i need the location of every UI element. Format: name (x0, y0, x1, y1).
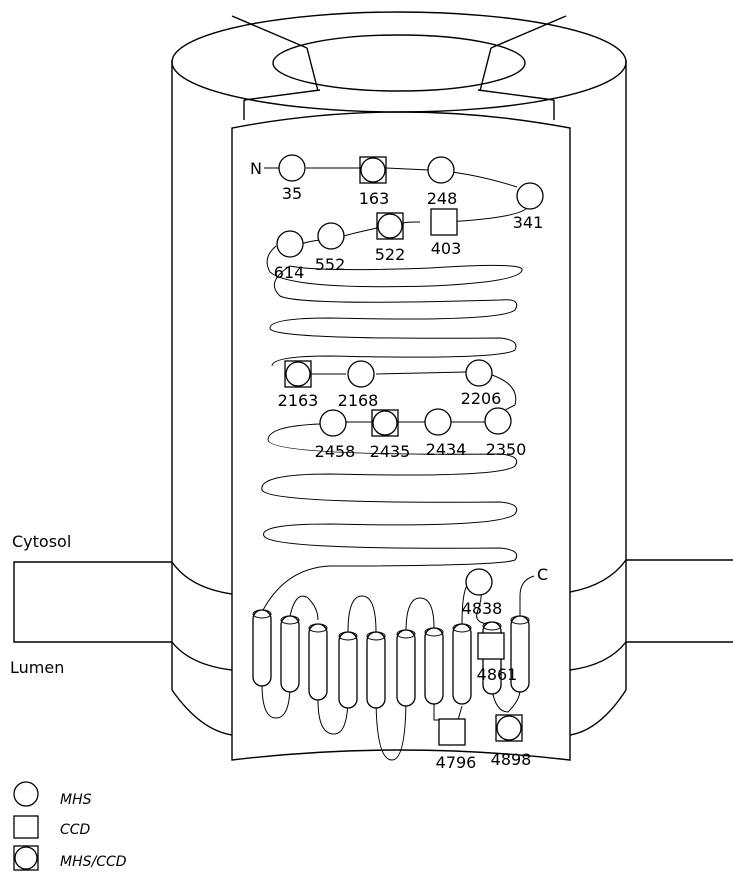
legend-label: CCD (60, 822, 91, 838)
circle-icon (378, 214, 402, 238)
tm-helix (397, 630, 415, 706)
residue-label: 4796 (436, 753, 477, 772)
square-icon (439, 719, 465, 745)
square-icon (431, 209, 457, 235)
residue-label: 4898 (491, 750, 532, 769)
legend-label: MHS/CCD (60, 854, 127, 870)
lumen-label: Lumen (10, 658, 64, 677)
circle-icon (286, 362, 310, 386)
residue-label: 2458 (315, 442, 356, 461)
legend-label: MHS (60, 792, 92, 808)
legend: MHS CCD MHS/CCD (14, 782, 127, 870)
legend-item-ccd: CCD (14, 816, 91, 838)
square-icon (478, 633, 504, 659)
circle-icon (348, 361, 374, 387)
residue-label: 163 (359, 189, 390, 208)
residue-marker: 522 (375, 213, 406, 264)
tm-helix (281, 616, 299, 692)
residue-label: 4838 (462, 599, 503, 618)
square-icon (14, 816, 38, 838)
residue-label: 2435 (370, 442, 411, 461)
legend-item-mhs-ccd: MHS/CCD (14, 846, 127, 870)
n-terminus-label: N (250, 159, 262, 178)
membrane-right (626, 560, 733, 642)
circle-icon (279, 155, 305, 181)
legend-item-mhs: MHS (14, 782, 92, 808)
residue-marker: 4796 (436, 719, 477, 772)
circle-icon (373, 411, 397, 435)
residue-label: 2434 (426, 440, 467, 459)
residue-label: 35 (282, 184, 302, 203)
residue-marker: 248 (427, 157, 458, 208)
residue-label: 2168 (338, 391, 379, 410)
residue-marker: 341 (513, 183, 544, 232)
circle-icon (277, 231, 303, 257)
residue-marker: 2163 (278, 361, 319, 410)
circle-icon (466, 360, 492, 386)
residue-label: 248 (427, 189, 458, 208)
tm-helix (367, 632, 385, 708)
tm-helix (309, 624, 327, 700)
tm-helix (339, 632, 357, 708)
residue-label: 2350 (486, 440, 527, 459)
residue-marker: 2168 (338, 361, 379, 410)
circle-icon (428, 157, 454, 183)
circle-icon (320, 410, 346, 436)
residue-marker: 4898 (491, 715, 532, 769)
circle-icon (318, 223, 344, 249)
c-terminus-label: C (537, 565, 548, 584)
residue-marker: 163 (359, 157, 390, 208)
membrane-left (14, 562, 172, 642)
tm-helix (253, 610, 271, 686)
circle-icon (517, 183, 543, 209)
circle-icon (15, 847, 37, 869)
residue-label: 341 (513, 213, 544, 232)
circle-icon (466, 569, 492, 595)
cytosol-label: Cytosol (12, 532, 71, 551)
residue-marker: 35 (279, 155, 305, 203)
tm-helix (453, 624, 471, 704)
residue-label: 2163 (278, 391, 319, 410)
residue-label: 522 (375, 245, 406, 264)
residue-marker: 614 (274, 231, 305, 282)
residue-label: 403 (431, 239, 462, 258)
residue-marker: 2435 (370, 410, 411, 461)
tm-helix (425, 628, 443, 704)
residue-label: 4861 (477, 665, 518, 684)
circle-icon (14, 782, 38, 806)
residue-marker: 403 (431, 209, 462, 258)
circle-icon (497, 716, 521, 740)
circle-icon (485, 408, 511, 434)
circle-icon (361, 158, 385, 182)
residue-marker: 2434 (425, 409, 466, 459)
residue-label: 2206 (461, 389, 502, 408)
residue-label: 552 (315, 255, 346, 274)
circle-icon (425, 409, 451, 435)
residue-marker: 552 (315, 223, 346, 274)
residue-marker: 2206 (461, 360, 502, 408)
residue-label: 614 (274, 263, 305, 282)
residue-marker: 2350 (485, 408, 526, 459)
residue-marker: 2458 (315, 410, 356, 461)
residue-marker: 4838 (462, 569, 503, 618)
